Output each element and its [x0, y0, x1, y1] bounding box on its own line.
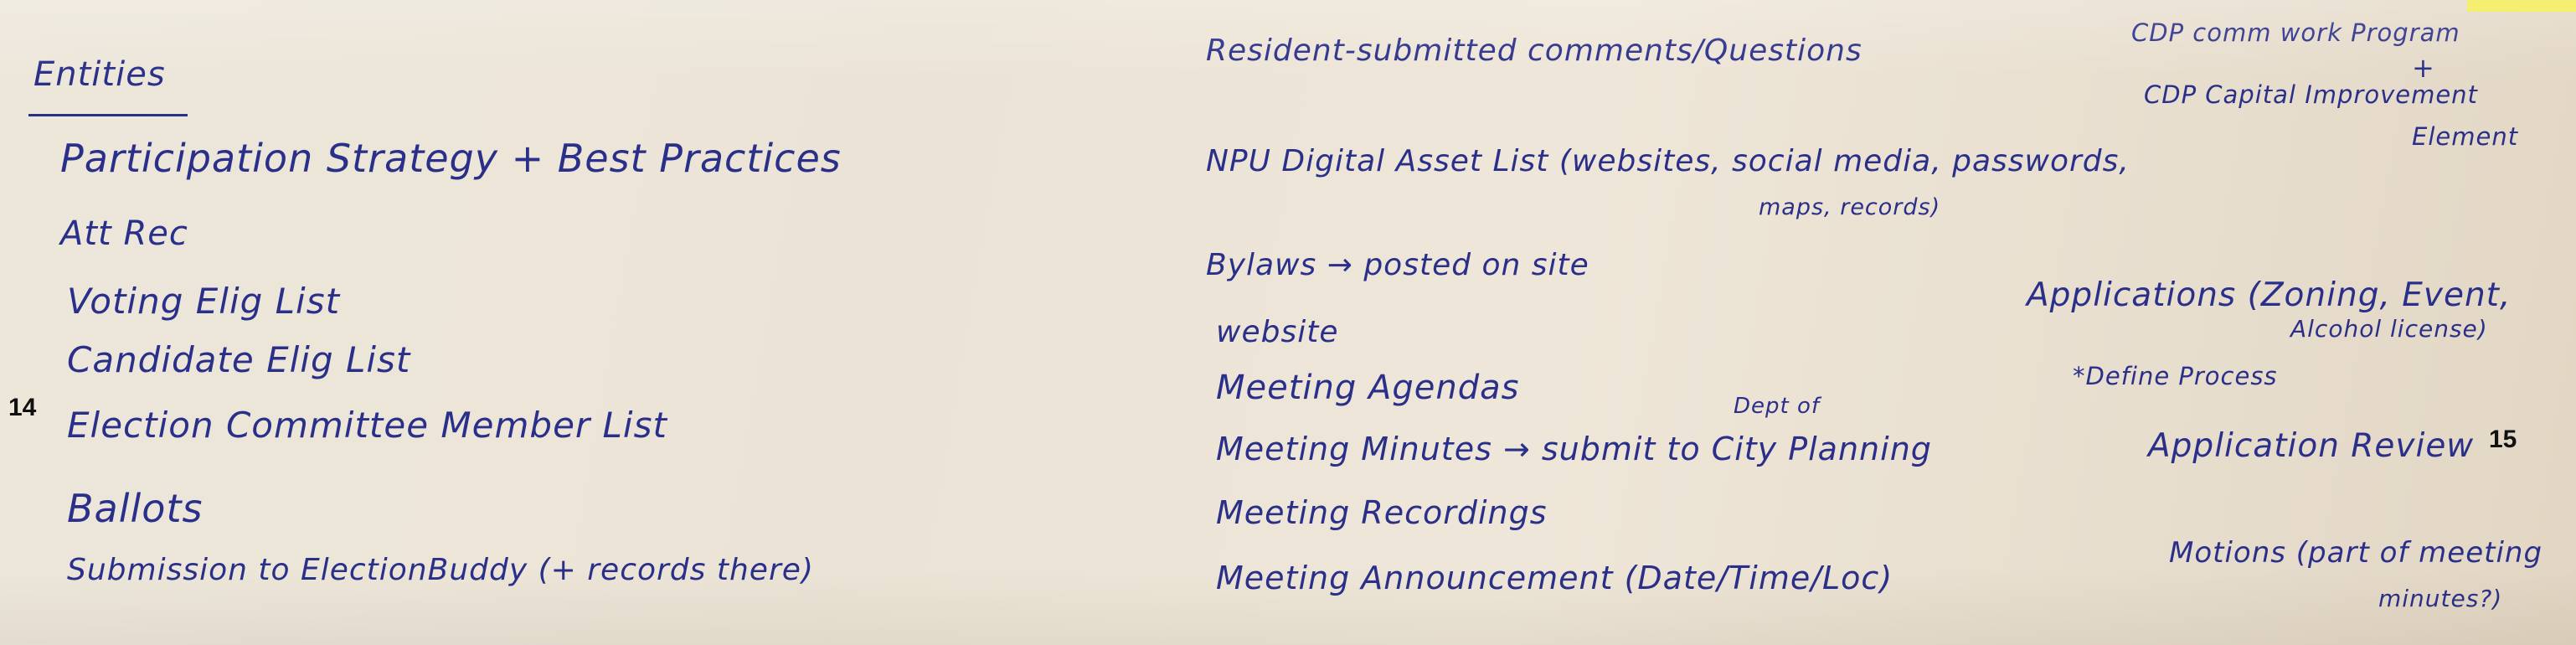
list-item: Att Rec: [60, 214, 188, 253]
note-meeting-agendas: Meeting Agendas: [1216, 369, 1520, 407]
note-resident-comments: Resident-submitted comments/Questions: [1206, 34, 1862, 68]
list-item: Candidate Elig List: [67, 339, 411, 380]
note-superscript-dept: Dept of: [1734, 394, 1821, 419]
note-cdp-line3: Element: [2412, 122, 2519, 151]
note-bylaws: Bylaws → posted on site: [1206, 248, 1589, 282]
heading-underline: [28, 114, 188, 116]
page-number-left: 14: [8, 394, 37, 421]
note-applications-cont: Alcohol license): [2290, 315, 2488, 343]
note-cdp-plus: +: [2412, 52, 2435, 84]
note-meeting-announcement: Meeting Announcement (Date/Time/Loc): [1216, 560, 1893, 596]
note-applications: Applications (Zoning, Event,: [2027, 276, 2512, 314]
list-item: Participation Strategy + Best Practices: [60, 136, 842, 181]
note-cdp-line2: CDP Capital Improvement: [2144, 80, 2478, 109]
list-item: Submission to ElectionBuddy (+ records t…: [67, 553, 814, 587]
sticky-note-edge: [2467, 0, 2576, 12]
note-define-process: *Define Process: [2073, 362, 2278, 390]
note-digital-asset-list: NPU Digital Asset List (websites, social…: [1206, 144, 2130, 178]
note-motions-cont: minutes?): [2378, 585, 2503, 612]
note-meeting-recordings: Meeting Recordings: [1216, 494, 1548, 531]
note-digital-asset-list-cont: maps, records): [1759, 194, 1941, 220]
page-number-right: 15: [2489, 426, 2517, 453]
note-website: website: [1216, 315, 1339, 349]
note-application-review: Application Review: [2148, 427, 2475, 465]
list-item: Election Committee Member List: [67, 405, 667, 446]
list-item: Ballots: [67, 486, 204, 531]
list-item: Voting Elig List: [67, 281, 341, 322]
note-meeting-minutes: Meeting Minutes → submit to City Plannin…: [1216, 431, 1932, 467]
entities-heading: Entities: [33, 55, 166, 94]
note-motions: Motions (part of meeting: [2169, 536, 2543, 570]
note-cdp-line1: CDP comm work Program: [2131, 18, 2460, 47]
